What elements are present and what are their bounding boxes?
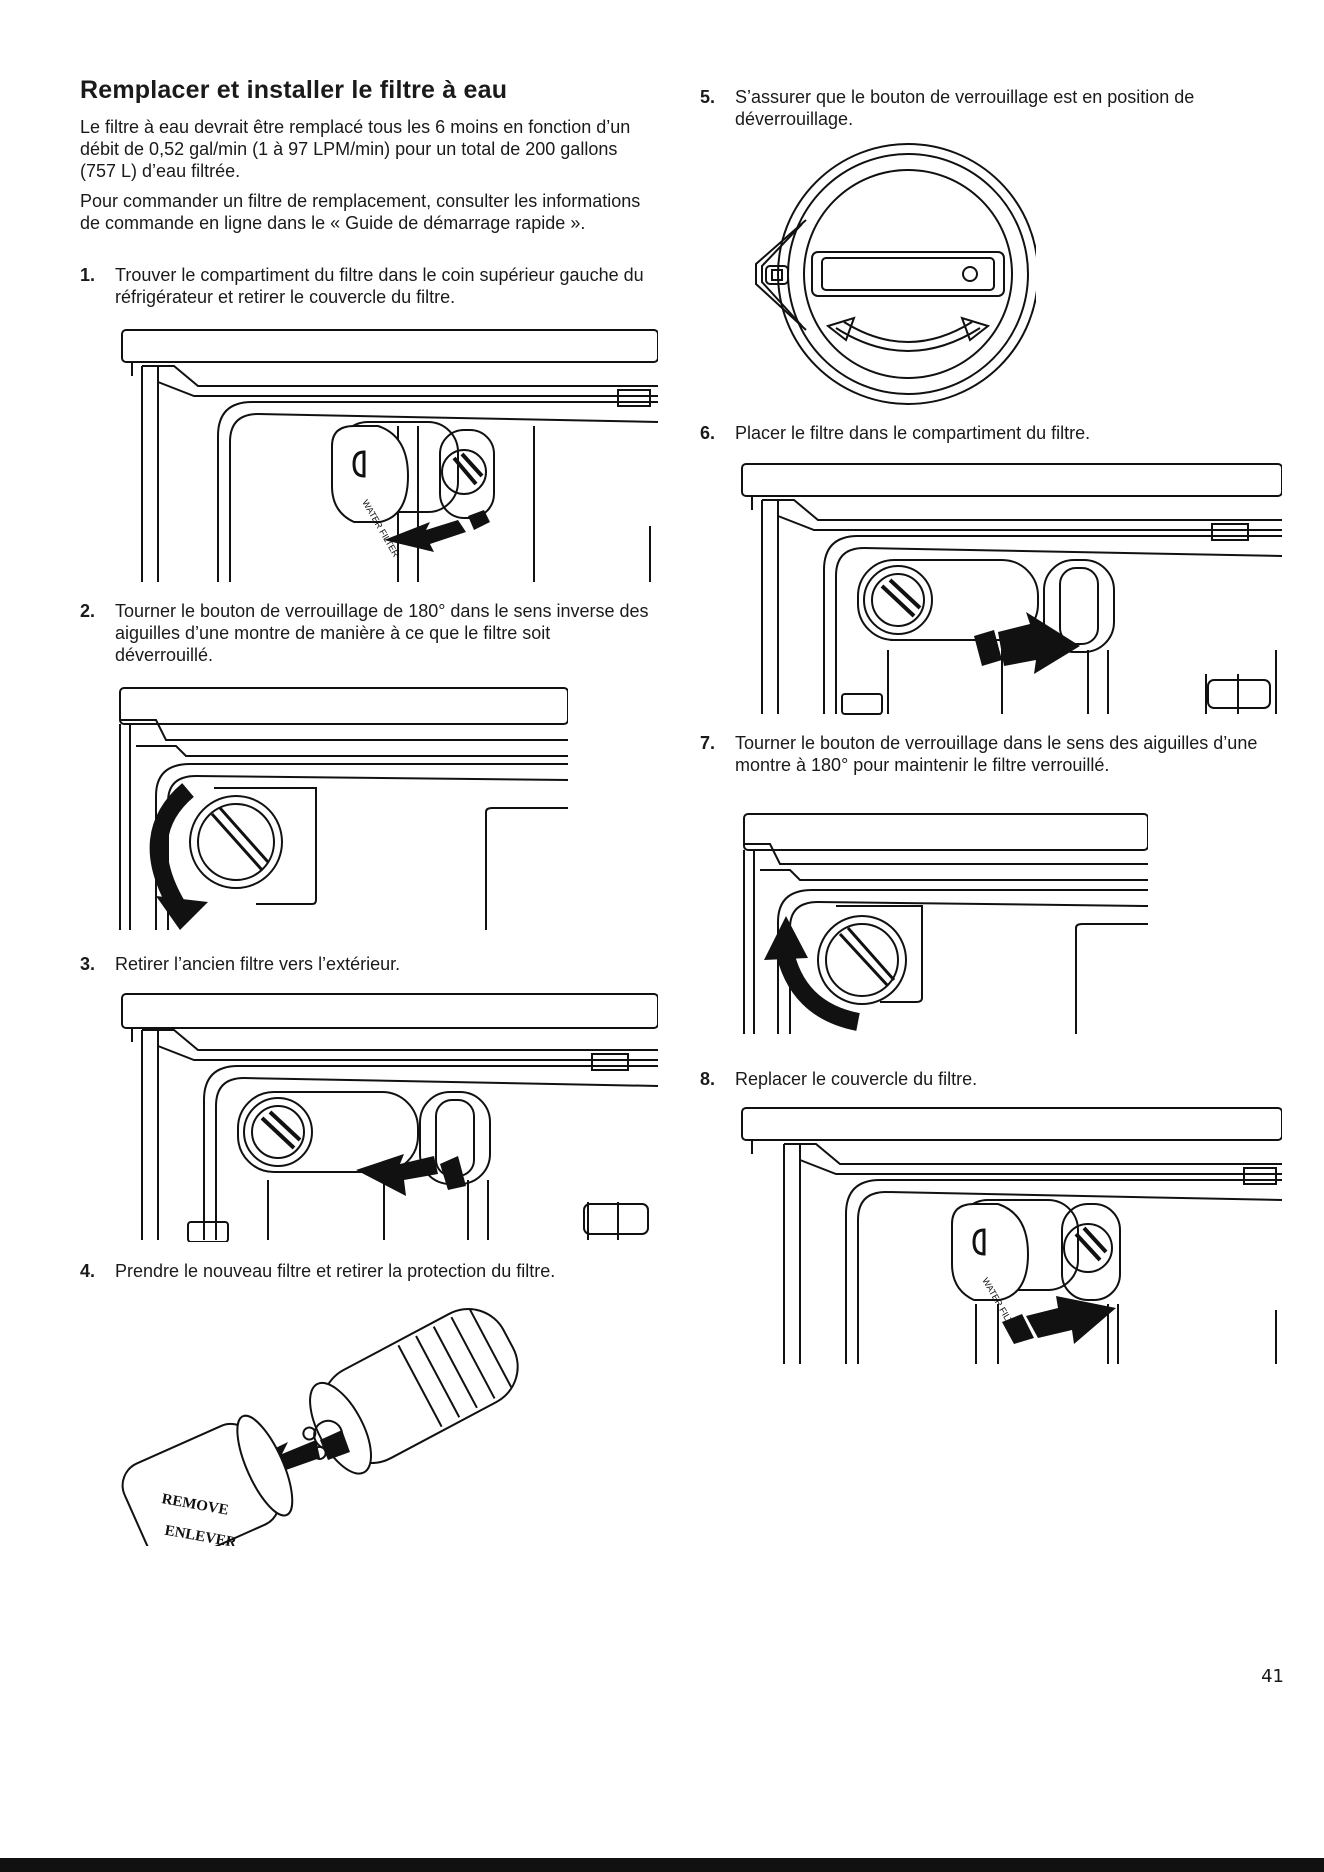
step-7: 7. Tourner le bouton de verrouillage dan…: [700, 732, 1260, 776]
figure-step-6-insert-filter: [738, 460, 1282, 716]
step-number: 7.: [700, 733, 716, 753]
figure-step-8-replace-cover: WATER FILTER: [738, 1104, 1282, 1366]
step-text: Placer le filtre dans le compartiment du…: [735, 423, 1091, 443]
step-2: 2. Tourner le bouton de verrouillage de …: [80, 600, 650, 666]
intro-paragraph-2: Pour commander un filtre de remplacement…: [80, 191, 641, 233]
step-text: Replacer le couvercle du filtre.: [735, 1069, 978, 1089]
step-1: 1. Trouver le compartiment du filtre dan…: [80, 264, 650, 308]
step-number: 3.: [80, 954, 96, 974]
step-text: Prendre le nouveau filtre et retirer la …: [115, 1261, 556, 1281]
figure-step-1-remove-cover: WATER FILTER: [118, 326, 658, 586]
figure-step-2-unlock-knob: [116, 684, 568, 932]
intro-paragraph-1: Le filtre à eau devrait être remplacé to…: [80, 117, 631, 181]
step-8: 8. Replacer le couvercle du filtre.: [700, 1068, 1260, 1090]
figure-step-7-lock-knob: [740, 810, 1148, 1036]
bottom-border: [0, 1858, 1324, 1872]
figure-step-3-pull-old-filter: [118, 990, 658, 1242]
step-text: S’assurer que le bouton de verrouillage …: [735, 87, 1195, 129]
step-number: 1.: [80, 265, 96, 285]
page-number: 41: [1261, 1666, 1284, 1687]
step-number: 5.: [700, 87, 716, 107]
page-title: Remplacer et installer le filtre à eau: [80, 76, 508, 104]
step-number: 6.: [700, 423, 716, 443]
figure-step-4-remove-protection: REMOVE ENLEVER: [120, 1306, 540, 1546]
step-4: 4. Prendre le nouveau filtre et retirer …: [80, 1260, 650, 1282]
step-6: 6. Placer le filtre dans le compartiment…: [700, 422, 1260, 444]
step-number: 2.: [80, 601, 96, 621]
step-text: Tourner le bouton de verrouillage dans l…: [735, 733, 1258, 775]
step-3: 3. Retirer l’ancien filtre vers l’extéri…: [80, 953, 650, 975]
step-5: 5. S’assurer que le bouton de verrouilla…: [700, 86, 1260, 130]
step-number: 4.: [80, 1261, 96, 1281]
step-text: Trouver le compartiment du filtre dans l…: [115, 265, 644, 307]
step-text: Retirer l’ancien filtre vers l’extérieur…: [115, 954, 401, 974]
step-number: 8.: [700, 1069, 716, 1089]
figure-step-5-unlock-position: [736, 140, 1036, 408]
step-text: Tourner le bouton de verrouillage de 180…: [115, 601, 649, 665]
